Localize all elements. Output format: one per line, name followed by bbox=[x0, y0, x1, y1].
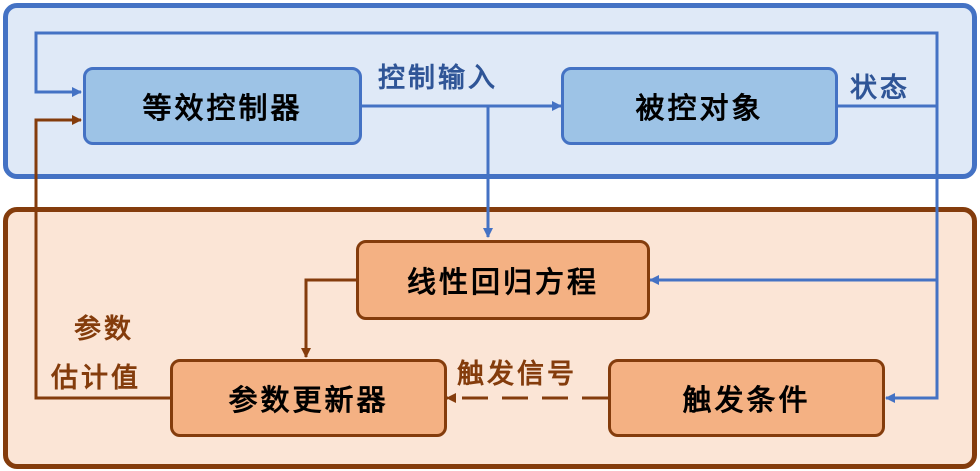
arrow-estimate-to-controller bbox=[34, 115, 170, 400]
equivalent-controller-block: 等效控制器 bbox=[83, 67, 362, 145]
controlled-object-block: 被控对象 bbox=[561, 67, 838, 145]
arrow-state-to-trigger bbox=[885, 106, 939, 403]
param-estimate-label-line2: 估计值 bbox=[51, 363, 141, 394]
trigger-signal-label: 触发信号 bbox=[457, 359, 577, 390]
control-input-label: 控制输入 bbox=[378, 63, 498, 94]
linear-regression-block: 线性回归方程 bbox=[356, 240, 650, 320]
arrow-state-to-controller bbox=[34, 31, 939, 106]
arrow-regression-to-updater bbox=[301, 278, 356, 358]
param-updater-block: 参数更新器 bbox=[170, 359, 447, 437]
state-label: 状态 bbox=[850, 73, 910, 104]
trigger-condition-block: 触发条件 bbox=[608, 359, 885, 437]
param-estimate-label-line1: 参数 bbox=[74, 314, 134, 345]
